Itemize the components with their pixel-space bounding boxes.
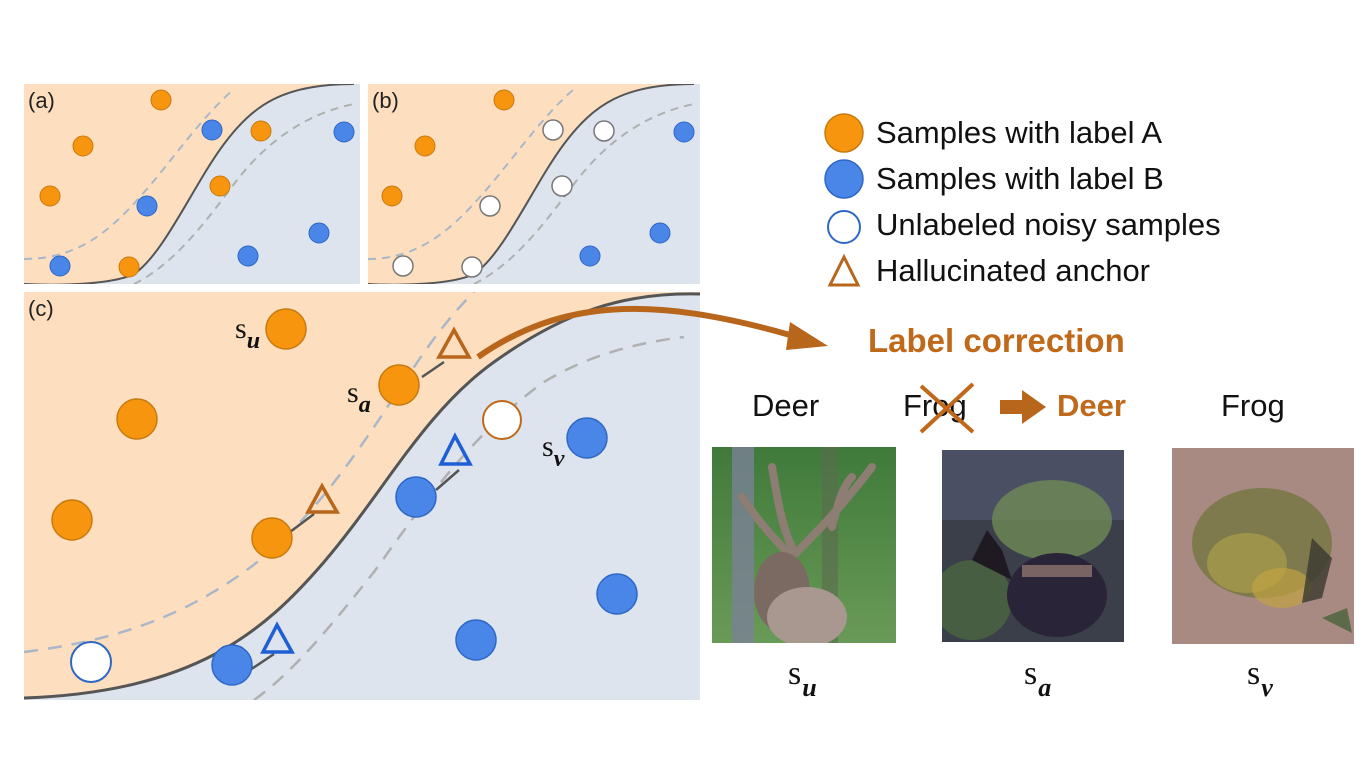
- label-s-a: sa: [347, 376, 371, 418]
- deer-image: [712, 447, 896, 643]
- cross-out-icon: [919, 382, 975, 434]
- class-label-frog: Frog: [1221, 388, 1285, 423]
- triangle-icon: [827, 253, 861, 287]
- panel-b-label: (b): [372, 88, 399, 113]
- caption-s-u: su: [788, 655, 817, 702]
- legend-item-label-b: Samples with label B: [822, 156, 1221, 202]
- panel-a: (a): [24, 84, 360, 284]
- blue-filled-circle-icon: [824, 159, 864, 199]
- class-label-deer: Deer: [752, 388, 820, 423]
- dark-deer-image: [942, 450, 1124, 642]
- orange-filled-circle-icon: [824, 113, 864, 153]
- legend-item-unlabeled: Unlabeled noisy samples: [822, 202, 1221, 248]
- label-correction-title: Label correction: [868, 322, 1125, 359]
- panel-a-plot: [24, 84, 360, 284]
- panel-c: (c) su sa sv: [24, 292, 700, 700]
- label-s-u: su: [235, 312, 261, 354]
- caption-s-a: sa: [1024, 655, 1052, 702]
- hollow-circle-icon: [827, 210, 861, 244]
- legend: Samples with label A Samples with label …: [822, 110, 1221, 294]
- frog-image: [1172, 448, 1354, 644]
- legend-item-anchor: Hallucinated anchor: [822, 248, 1221, 294]
- right-arrow-icon: [1000, 390, 1046, 424]
- panel-a-label: (a): [28, 88, 55, 113]
- legend-item-label-a: Samples with label A: [822, 110, 1221, 156]
- panel-b: (b): [368, 84, 700, 284]
- label-s-v: sv: [542, 430, 565, 472]
- panel-c-label: (c): [28, 296, 54, 321]
- class-label-frog-wrong: Frog: [903, 382, 975, 434]
- class-label-deer-corrected: Deer: [1057, 388, 1126, 423]
- arrow-head-icon: [786, 322, 828, 350]
- panel-c-plot: [24, 292, 700, 700]
- caption-s-v: sv: [1247, 655, 1273, 702]
- panel-b-plot: [368, 84, 700, 284]
